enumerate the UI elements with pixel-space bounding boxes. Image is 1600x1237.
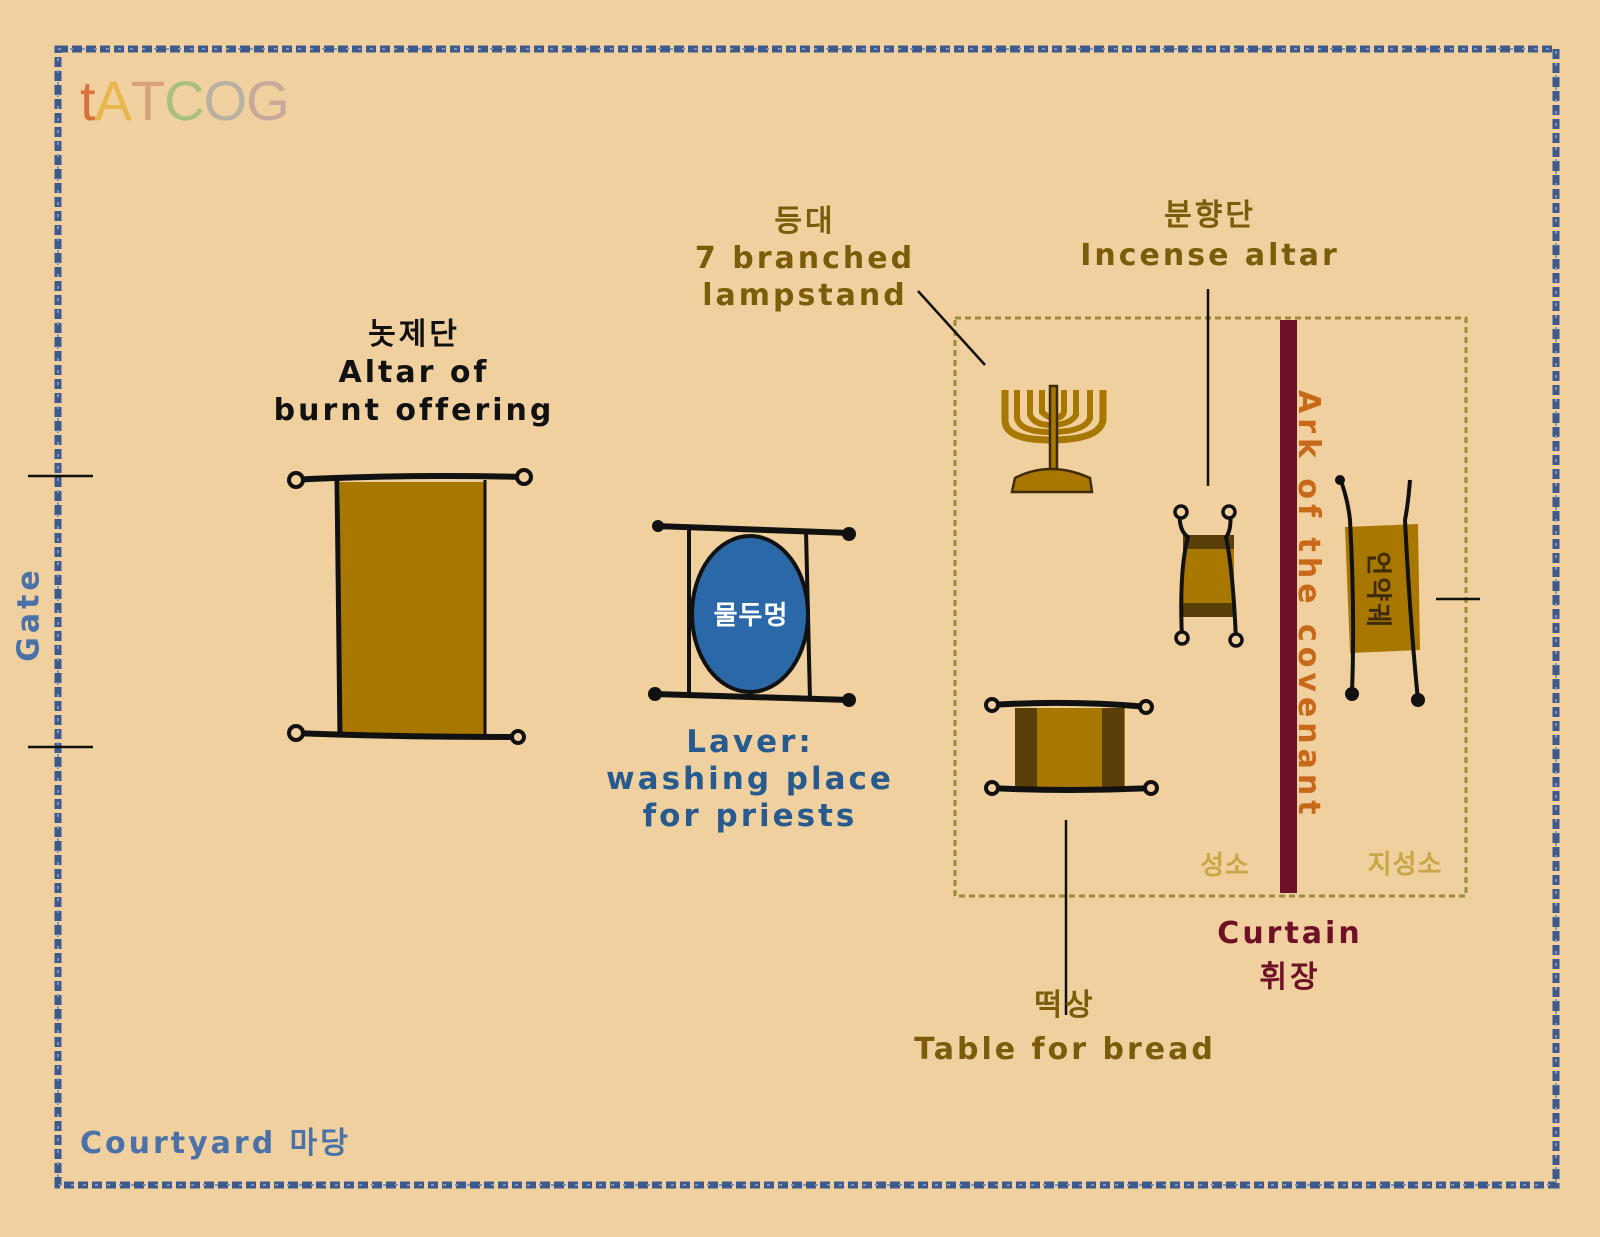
laver xyxy=(648,520,856,707)
ark-ko-label: 언약궤 xyxy=(1362,551,1393,630)
laver-label: Laver: washing place for priests xyxy=(590,724,910,835)
lampstand-label: 등대 7 branched lampstand xyxy=(660,203,950,314)
tatcog-logo: tATCOG xyxy=(80,68,290,133)
ark-label: Ark of the covenant xyxy=(1290,390,1326,820)
bread-label-ko: 떡상 xyxy=(1034,988,1096,1023)
curtain-label: Curtain 휘장 xyxy=(1180,912,1400,1000)
most-holy-place-label: 지성소 xyxy=(1367,850,1443,880)
incense-label-en1: Incense altar xyxy=(1080,238,1340,273)
incense-label: 분향단 Incense altar xyxy=(1060,196,1360,276)
gate-label: Gate xyxy=(11,566,47,662)
table-for-bread xyxy=(984,697,1159,796)
lampstand-leader xyxy=(917,290,986,366)
altar-label-en2: burnt offering xyxy=(273,393,555,428)
holy-place-label: 성소 xyxy=(1200,851,1250,881)
bread-label: 떡상 Table for bread xyxy=(890,984,1240,1072)
altar-label-ko: 놋제단 xyxy=(368,317,460,352)
laver-label-en3: for priests xyxy=(642,798,858,834)
curtain-label-en: Curtain xyxy=(1217,916,1363,951)
lampstand-label-en1: 7 branched xyxy=(694,241,916,276)
logo-letter: C xyxy=(164,69,204,132)
laver-ko-label: 물두멍 xyxy=(713,601,789,631)
courtyard-border-inner xyxy=(57,48,1557,1186)
logo-letter: O xyxy=(203,69,248,132)
incense-label-ko: 분향단 xyxy=(1164,198,1256,233)
lampstand-label-en2: lampstand xyxy=(702,278,908,313)
curtain-label-ko: 휘장 xyxy=(1259,960,1321,995)
laver-label-en2: washing place xyxy=(606,761,894,797)
tent-border xyxy=(953,316,1468,898)
incense-altar xyxy=(1173,504,1244,648)
lampstand-icon xyxy=(1001,384,1107,494)
laver-label-en1: Laver: xyxy=(686,724,814,760)
altar-label-en1: Altar of xyxy=(338,355,490,390)
ark-of-the-covenant xyxy=(1335,475,1425,707)
bread-label-en1: Table for bread xyxy=(914,1032,1216,1067)
altar-of-burnt-offering xyxy=(287,468,533,745)
logo-letter: A xyxy=(94,69,132,132)
altar-label: 놋제단 Altar of burnt offering xyxy=(258,316,570,430)
courtyard-label: Courtyard 마당 xyxy=(80,1126,351,1161)
logo-letter: G xyxy=(246,69,290,132)
logo-letter: t xyxy=(80,69,96,132)
logo-letter: T xyxy=(130,69,165,132)
curtain xyxy=(1280,320,1297,893)
lampstand-label-ko: 등대 xyxy=(774,204,836,239)
